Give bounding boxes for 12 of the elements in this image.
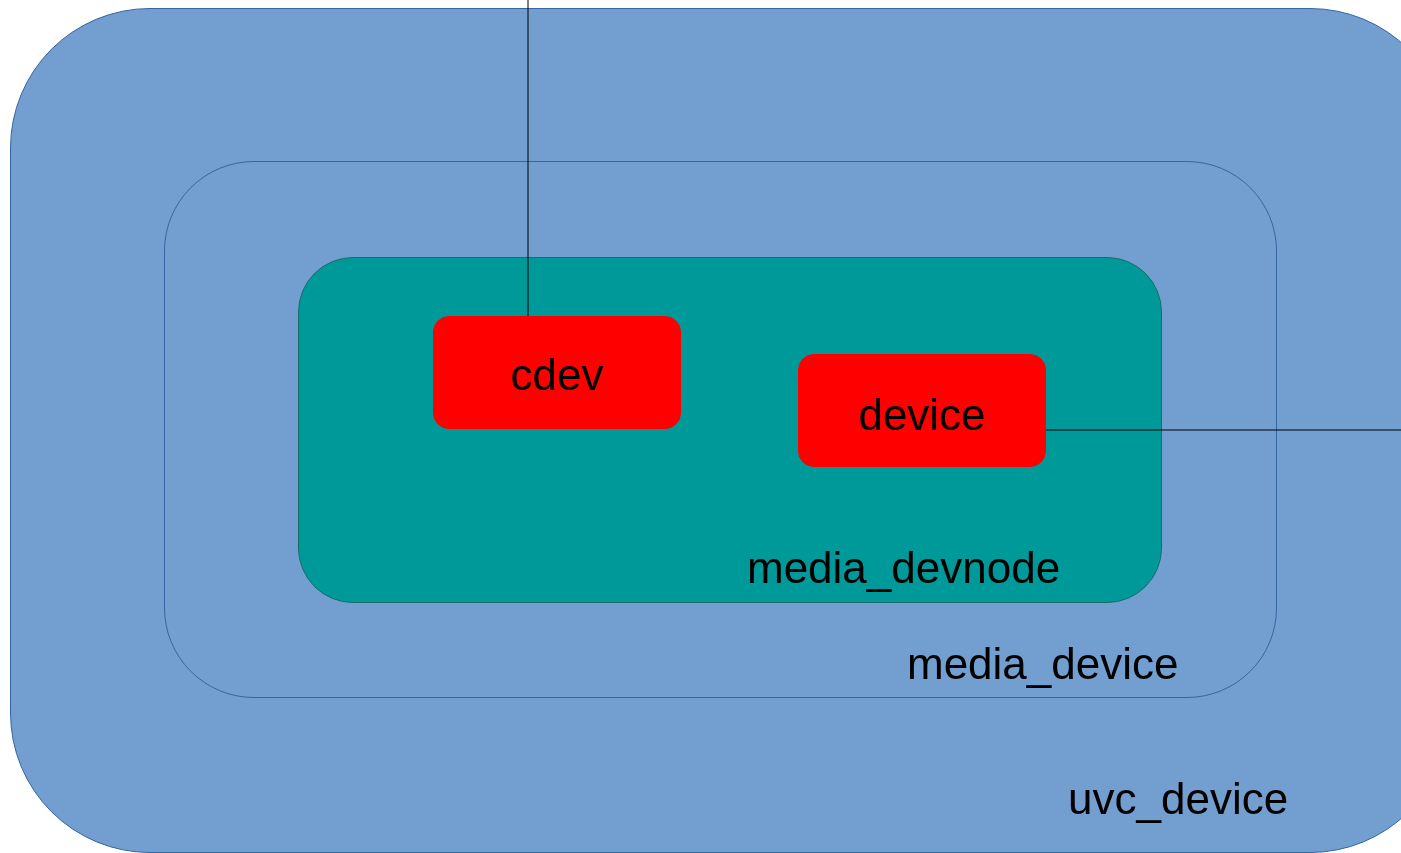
process-box bbox=[433, 316, 681, 429]
container-box bbox=[298, 257, 1162, 603]
connector-line bbox=[1045, 429, 1401, 431]
process-box bbox=[798, 354, 1046, 467]
node-label: cdev bbox=[509, 353, 605, 397]
node-label: media_device bbox=[907, 642, 1179, 686]
container-box bbox=[164, 161, 1277, 698]
node-label: media_devnode bbox=[747, 546, 1061, 590]
node-label: device bbox=[857, 393, 987, 437]
container-box bbox=[10, 8, 1401, 853]
connector-line bbox=[527, 0, 529, 317]
node-label: uvc_device bbox=[1068, 777, 1289, 821]
